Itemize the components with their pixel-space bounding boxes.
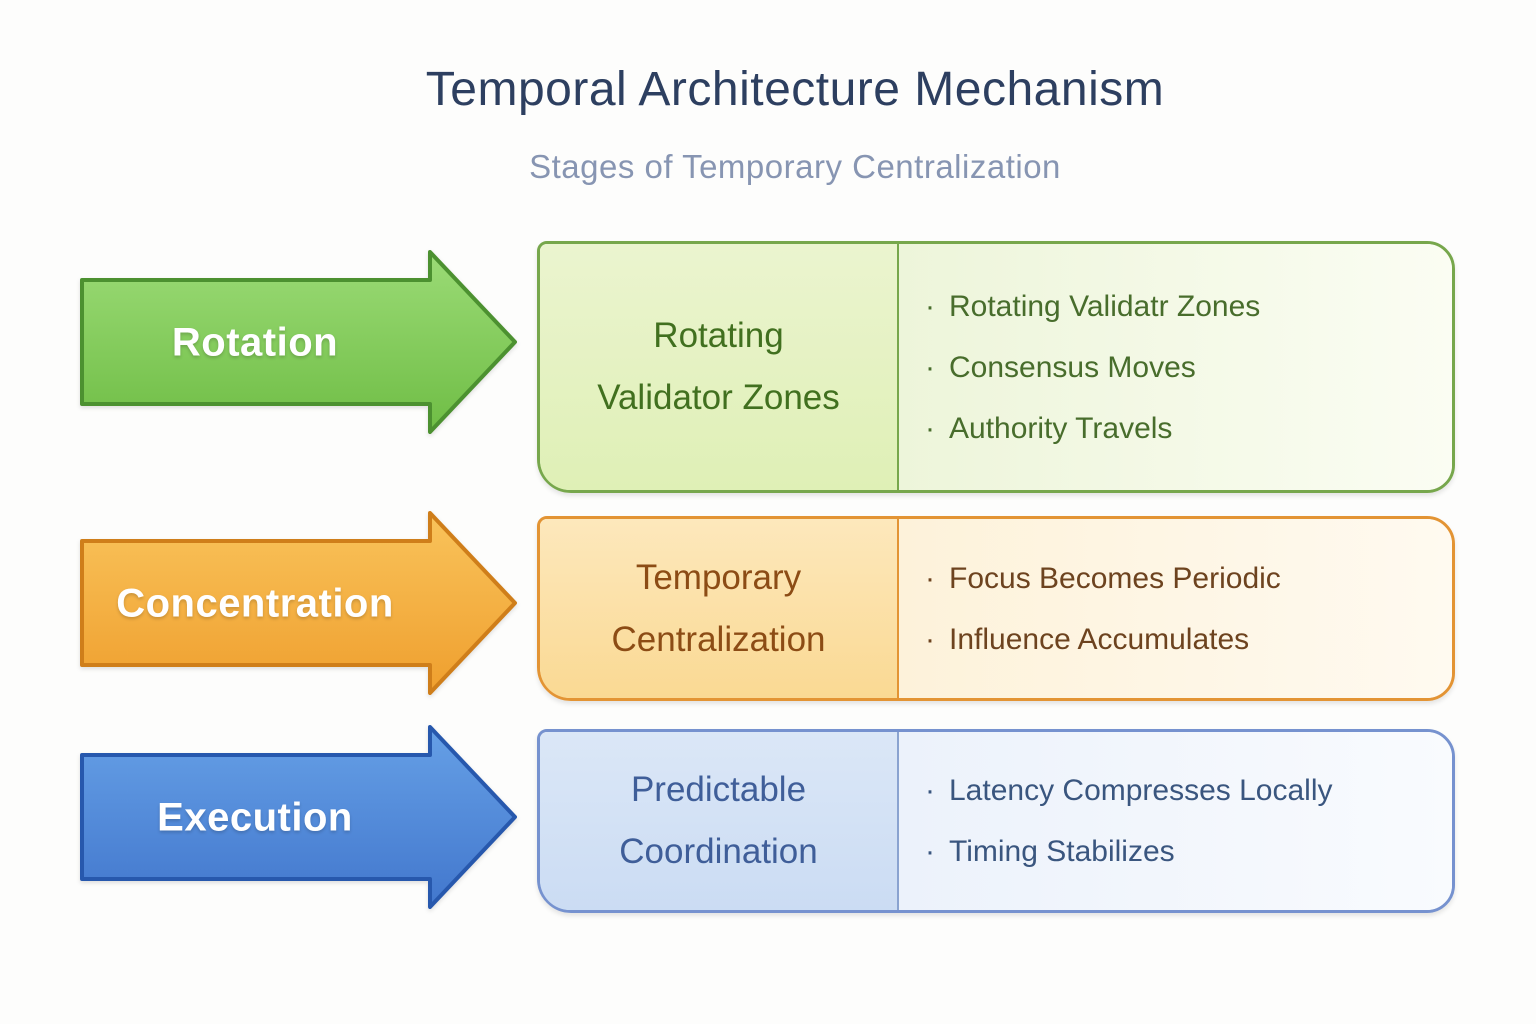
execution-arrow-icon [80,725,517,909]
bullet-text: Focus Becomes Periodic [949,561,1281,595]
execution-card-title-panel: Predictable Coordination [540,732,897,910]
execution-card-title-line2: Coordination [619,832,818,871]
page-subtitle: Stages of Temporary Centralization [529,148,1061,185]
bullet-dot-icon: · [925,835,935,868]
bullet-dot-icon: · [925,411,935,445]
execution-arrow-label: Execution [157,795,353,840]
bullet-text: Latency Compresses Locally [949,774,1333,807]
execution-bullet-list: · Latency Compresses Locally · Timing Stab… [925,760,1452,882]
bullet-dot-icon: · [925,561,935,595]
execution-card-title: Predictable Coordination [619,759,817,883]
concentration-bullet-list: · Focus Becomes Periodic · Influence Accum… [925,548,1452,670]
rotation-card-details-panel: · Rotating Validatr Zones · Consensus Move… [899,244,1452,490]
concentration-card-details-panel: · Focus Becomes Periodic · Influence Accum… [899,519,1452,698]
concentration-card-title: Temporary Centralization [612,547,826,671]
execution-card-details-panel: · Latency Compresses Locally · Timing Stab… [899,732,1452,910]
bullet-item: · Influence Accumulates [925,609,1452,670]
bullet-dot-icon: · [925,622,935,656]
bullet-item: · Consensus Moves [925,337,1452,398]
bullet-item: · Rotating Validatr Zones [925,276,1452,337]
concentration-arrow-label: Concentration [116,581,394,626]
rotation-card-title-line2: Validator Zones [597,378,840,417]
bullet-dot-icon: · [925,289,935,323]
bullet-item: · Focus Becomes Periodic [925,548,1452,609]
execution-card: Predictable Coordination · Latency Compre… [537,729,1455,913]
rotation-arrow-icon [80,250,517,434]
concentration-card-divider [897,519,899,698]
bullet-dot-icon: · [925,350,935,384]
rotation-card-title-panel: Rotating Validator Zones [540,244,897,490]
bullet-text: Timing Stabilizes [949,835,1175,868]
rotation-card-title-line1: Rotating [653,316,784,355]
bullet-text: Consensus Moves [949,350,1196,384]
concentration-arrow-icon [80,511,517,695]
rotation-card-divider [897,244,899,490]
execution-card-divider [897,732,899,910]
rotation-arrow-label: Rotation [171,320,339,365]
execution-card-title-line1: Predictable [630,770,807,809]
bullet-text: Authority Travels [949,411,1173,445]
bullet-item: · Authority Travels [925,398,1452,459]
concentration-card-title-line2: Centralization [611,619,826,659]
bullet-text: Rotating Validatr Zones [949,289,1261,323]
concentration-card: Temporary Centralization · Focus Becomes … [537,516,1455,701]
bullet-item: · Latency Compresses Locally [925,760,1452,821]
concentration-card-title-line1: Temporary [635,557,802,597]
page-title: Temporal Architecture Mechanism [425,63,1165,116]
bullet-text: Influence Accumulates [949,622,1250,656]
bullet-item: · Timing Stabilizes [925,821,1452,882]
rotation-card: Rotating Validator Zones · Rotating Valid… [537,241,1455,493]
rotation-card-title: Rotating Validator Zones [597,305,840,429]
concentration-card-title-panel: Temporary Centralization [540,519,897,698]
bullet-dot-icon: · [925,774,935,807]
rotation-bullet-list: · Rotating Validatr Zones · Consensus Move… [925,276,1452,459]
